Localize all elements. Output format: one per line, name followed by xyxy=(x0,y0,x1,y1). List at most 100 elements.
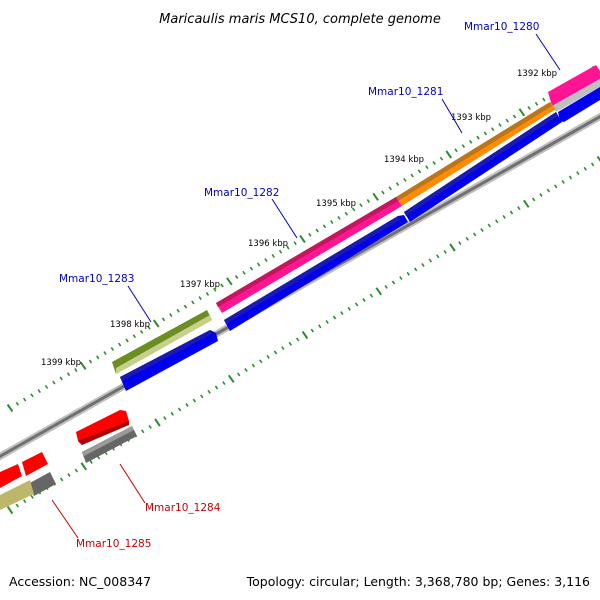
scale-tick xyxy=(527,106,531,110)
cds-forward-1280[interactable] xyxy=(558,87,600,122)
leader-line xyxy=(51,499,79,539)
tick-label: 1398 kbp xyxy=(110,320,150,330)
scale-tick xyxy=(226,277,233,286)
scale-tick xyxy=(399,276,403,281)
topology-text: Topology: circular; Length: 3,368,780 bp… xyxy=(246,574,590,589)
gene-label[interactable]: Mmar10_1281 xyxy=(368,86,443,98)
gene-label-group-1284[interactable]: Mmar10_1284 xyxy=(119,463,221,514)
scale-tick xyxy=(472,232,477,237)
scale-tick xyxy=(170,411,174,416)
scale-tick xyxy=(325,319,329,324)
gene-label-group-1283[interactable]: Mmar10_1283 xyxy=(59,273,152,323)
gene-feature-1284[interactable] xyxy=(76,410,137,463)
scale-tick xyxy=(79,361,87,370)
scale-tick xyxy=(546,188,551,193)
scale-tick xyxy=(454,148,458,153)
gene-label-group-1280[interactable]: Mmar10_1280 xyxy=(464,21,561,71)
scale-tick xyxy=(417,169,422,174)
tick-label: 1394 kbp xyxy=(384,155,424,165)
gene-feature-1285[interactable] xyxy=(0,452,56,510)
scale-tick xyxy=(205,291,210,296)
scale-tick xyxy=(266,354,270,359)
scale-tick xyxy=(509,210,514,215)
scale-tick xyxy=(264,258,268,263)
scale-tick xyxy=(59,376,63,381)
scale-tick xyxy=(406,271,410,276)
scale-tick xyxy=(568,175,573,180)
gene-label[interactable]: Mmar10_1283 xyxy=(59,273,134,285)
scale-tick xyxy=(37,389,41,394)
scale-tick xyxy=(480,228,484,232)
scale-tick xyxy=(67,473,71,477)
scale-tick xyxy=(428,258,433,263)
scale-tick xyxy=(110,346,115,351)
scale-tick xyxy=(375,287,383,296)
gene-feature-1280[interactable] xyxy=(548,65,600,112)
scale-tick xyxy=(74,468,79,473)
scale-tick xyxy=(315,228,319,233)
gene-feature-1281[interactable] xyxy=(396,102,556,206)
gene-label[interactable]: Mmar10_1285 xyxy=(76,538,151,550)
scale-tick xyxy=(132,334,137,339)
scale-tick xyxy=(439,156,444,161)
scale-tick xyxy=(6,505,14,515)
scale-tick xyxy=(403,177,407,182)
scale-tick xyxy=(495,219,499,224)
scale-tick xyxy=(443,249,447,254)
tick-label: 1392 kbp xyxy=(517,69,557,79)
scale-tick xyxy=(372,192,379,201)
scale-tick xyxy=(436,254,440,259)
gene-label-group-1281[interactable]: Mmar10_1281 xyxy=(368,86,463,134)
scale-tick xyxy=(388,186,392,191)
scale-tick xyxy=(88,359,93,364)
scale-tick xyxy=(125,338,129,343)
outer-tick-row xyxy=(6,65,599,413)
scale-tick xyxy=(214,385,219,390)
leader-line xyxy=(119,463,146,504)
scale-tick xyxy=(596,155,600,162)
cds-forward-1283[interactable] xyxy=(120,330,218,391)
scale-tick xyxy=(366,199,371,203)
scale-tick xyxy=(421,263,425,267)
scale-tick xyxy=(512,114,517,119)
scale-tick xyxy=(15,401,20,406)
gene-feature-1282[interactable] xyxy=(216,197,402,313)
scale-tick xyxy=(249,266,254,271)
scale-tick xyxy=(413,267,418,272)
scale-tick xyxy=(293,241,297,246)
cds-forward-1281[interactable] xyxy=(404,112,562,222)
scale-tick xyxy=(465,236,469,241)
gene-label[interactable]: Mmar10_1280 xyxy=(464,21,539,33)
scale-tick xyxy=(531,197,536,202)
scale-tick xyxy=(6,403,14,413)
scale-tick xyxy=(44,384,49,389)
scale-tick xyxy=(271,253,275,258)
gene-label[interactable]: Mmar10_1282 xyxy=(204,187,279,199)
scale-tick xyxy=(369,293,374,298)
track-frame xyxy=(0,65,600,515)
scale-tick xyxy=(74,368,78,372)
gene-feature-1283[interactable] xyxy=(112,310,212,374)
gene-label[interactable]: Mmar10_1284 xyxy=(145,502,221,514)
map-title: Maricaulis maris MCS10, complete genome xyxy=(159,12,441,27)
scale-tick xyxy=(286,245,290,250)
scale-tick xyxy=(576,171,580,176)
cds-forward-1282[interactable] xyxy=(224,215,408,331)
scale-tick xyxy=(177,407,182,412)
scale-tick xyxy=(52,380,56,385)
gene-label-group-1285[interactable]: Mmar10_1285 xyxy=(51,499,151,550)
scale-tick xyxy=(351,207,356,212)
scale-tick xyxy=(539,193,543,197)
scale-tick xyxy=(362,298,366,302)
scale-tick xyxy=(259,359,263,364)
gene-label-group-1282[interactable]: Mmar10_1282 xyxy=(204,187,298,239)
scale-tick xyxy=(161,317,166,322)
scale-tick xyxy=(337,215,341,220)
scale-tick xyxy=(185,403,189,407)
tick-label: 1396 kbp xyxy=(248,239,288,249)
scale-tick xyxy=(318,324,322,329)
scale-tick xyxy=(23,499,27,504)
scale-tick xyxy=(490,127,495,132)
scale-tick xyxy=(590,162,595,167)
scale-tick xyxy=(410,173,414,178)
